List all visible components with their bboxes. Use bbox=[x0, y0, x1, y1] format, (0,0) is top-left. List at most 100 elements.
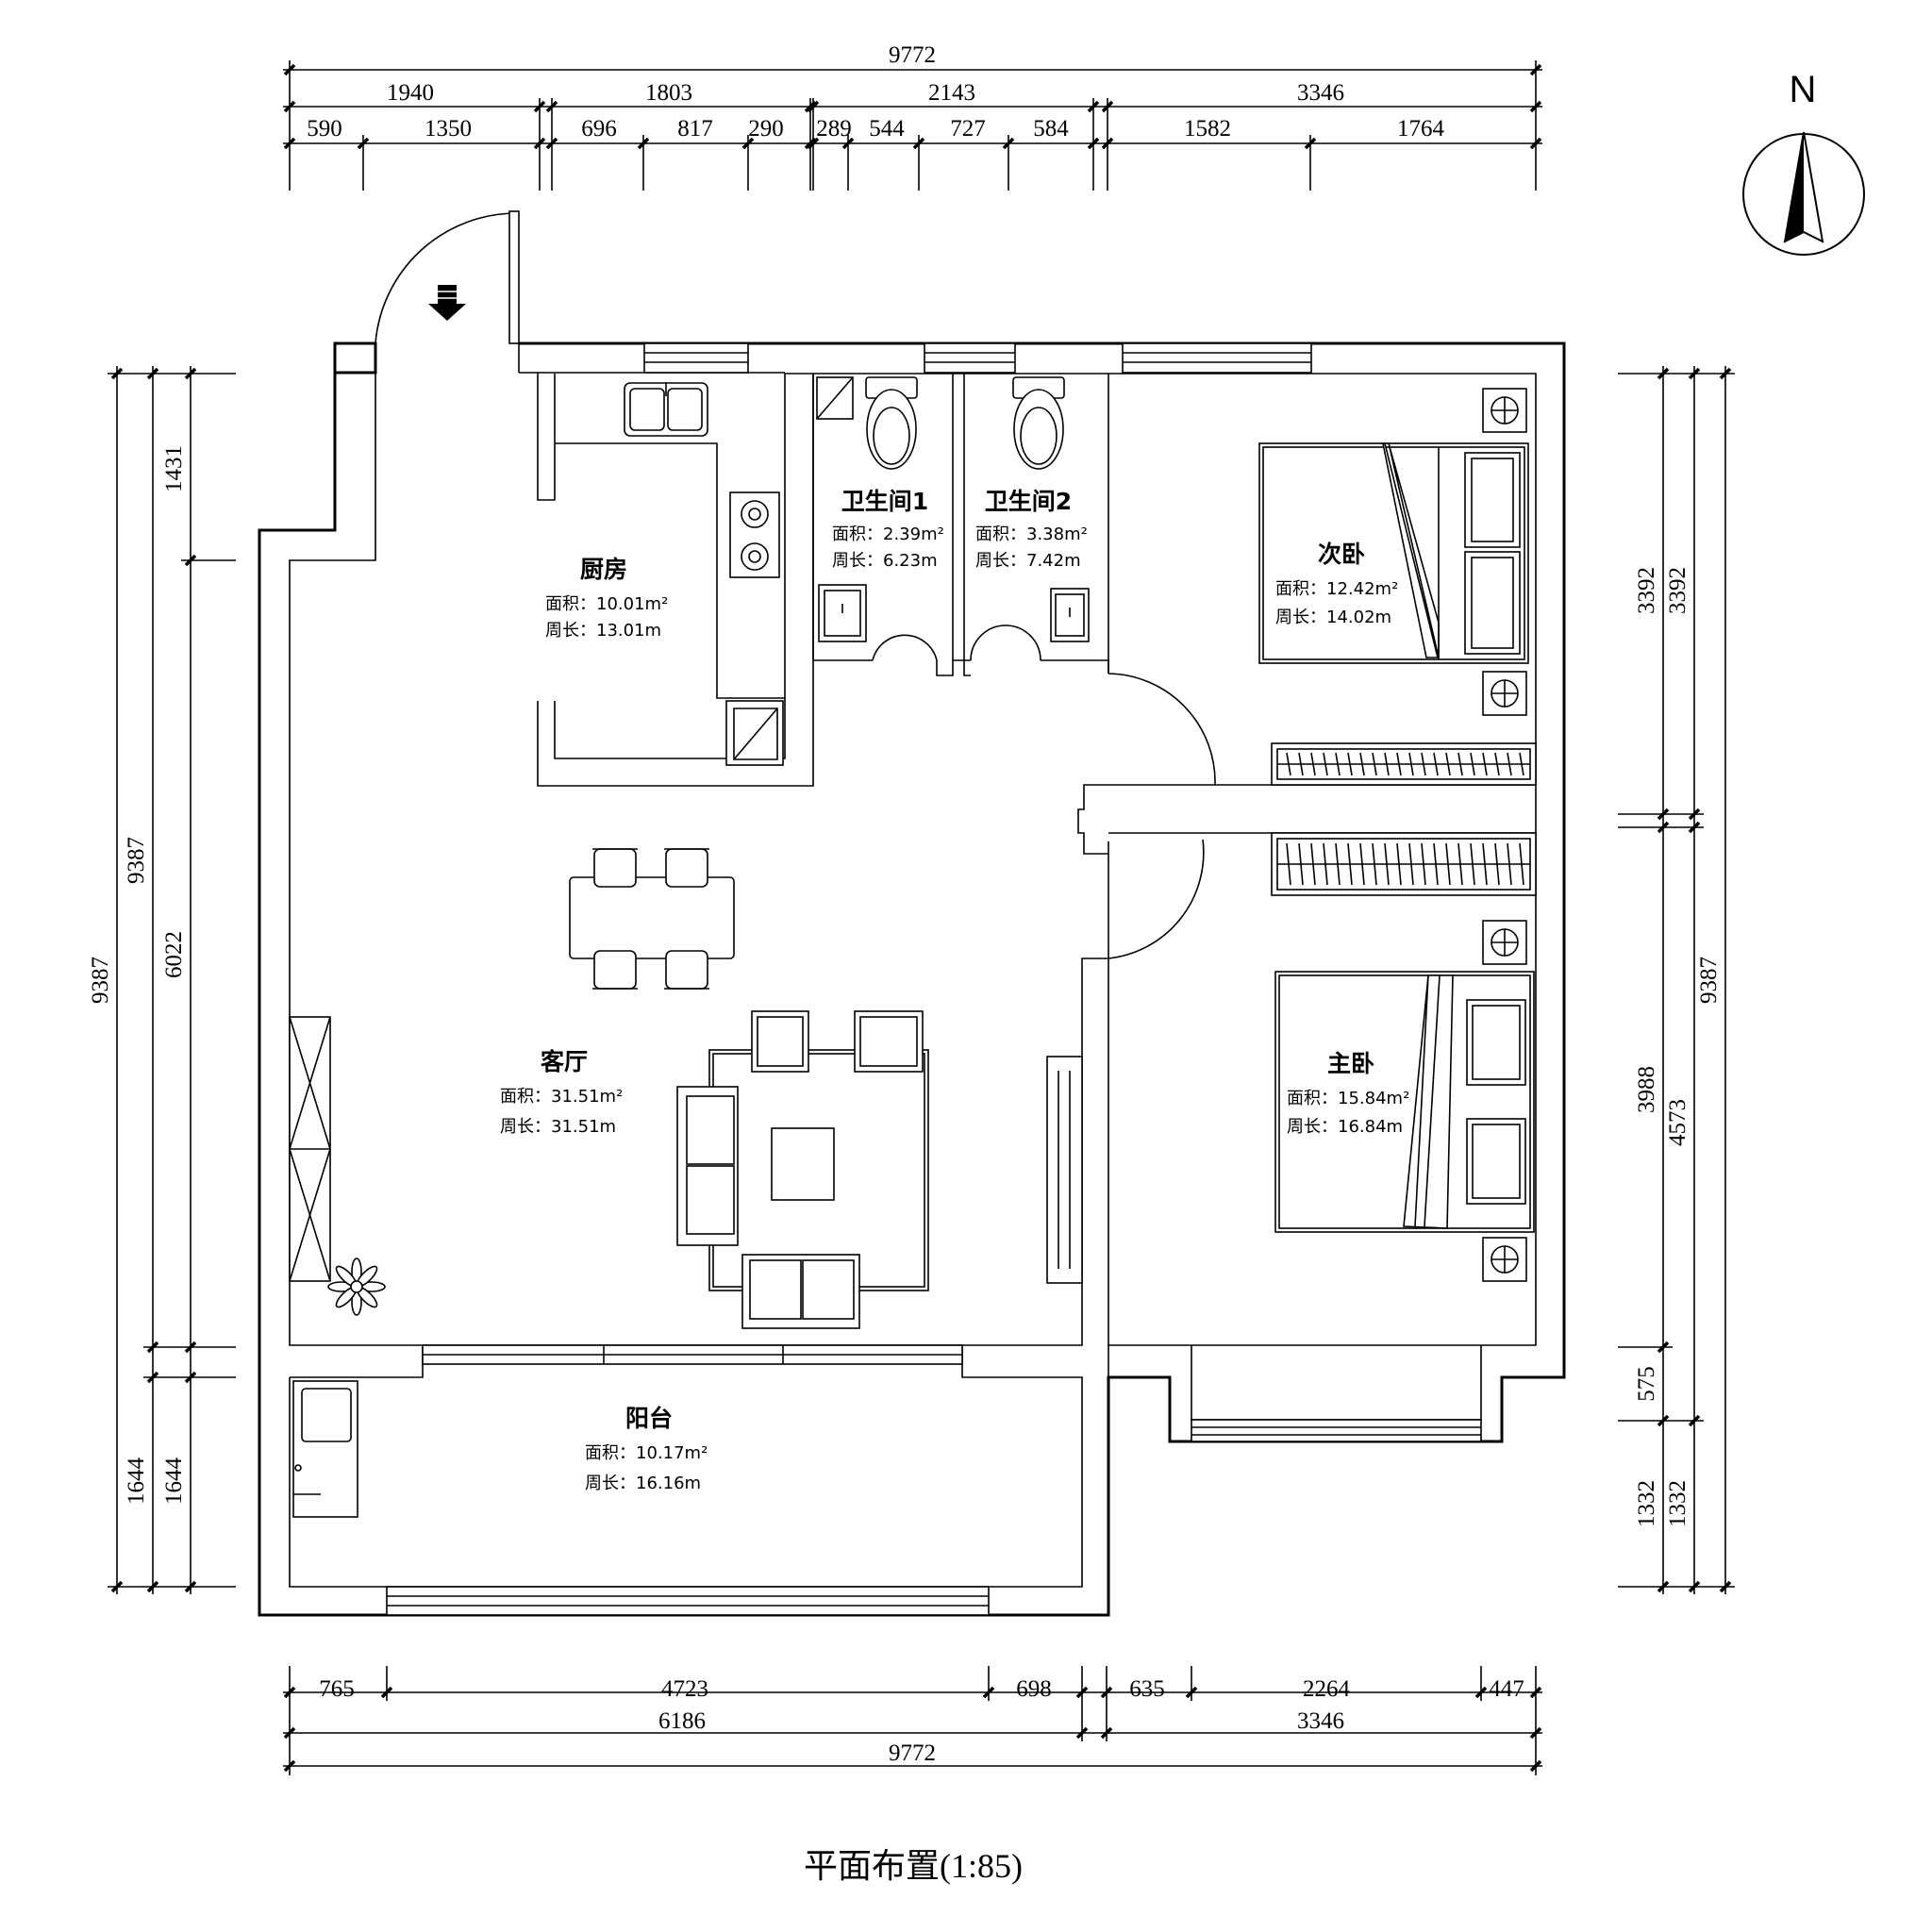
bath2-perimeter: 周长：7.42m bbox=[975, 551, 1081, 571]
dim-bottom-fine-4: 635 bbox=[1129, 1676, 1165, 1702]
dimension-ticks bbox=[110, 63, 1732, 1773]
sofa-icon bbox=[741, 1254, 860, 1329]
windows bbox=[386, 342, 1482, 1616]
walls bbox=[258, 341, 1566, 1617]
dim-top-fine-8: 727 bbox=[950, 116, 986, 142]
bath2-area: 面积：3.38m² bbox=[975, 525, 1088, 544]
dining-chair bbox=[592, 950, 638, 990]
living-area: 面积：31.51m² bbox=[500, 1087, 623, 1107]
dim-top-fine-10: 1582 bbox=[1184, 116, 1231, 142]
dim-right-inner-3: 575 bbox=[1634, 1366, 1659, 1402]
bath1-fixtures bbox=[816, 376, 918, 642]
master-name: 主卧 bbox=[1327, 1050, 1374, 1077]
balcony-perimeter: 周长：16.16m bbox=[585, 1474, 701, 1493]
kitchen-fixtures bbox=[555, 382, 785, 766]
dim-top-fine-7: 544 bbox=[869, 116, 905, 142]
living-name: 客厅 bbox=[541, 1048, 588, 1075]
dim-bottom-fine-3: 698 bbox=[1016, 1676, 1052, 1702]
dim-left-outer-1: 9387 bbox=[88, 957, 113, 1004]
bedroom2-name: 次卧 bbox=[1318, 541, 1365, 568]
drawing-title: 平面布置(1:85) bbox=[804, 1847, 1023, 1885]
dim-top-fine-5: 290 bbox=[748, 116, 784, 142]
bath1-perimeter: 周长：6.23m bbox=[832, 551, 938, 571]
wardrobe-icon bbox=[1271, 742, 1537, 786]
dim-bottom-total: 9772 bbox=[889, 1740, 936, 1766]
dim-bottom-mid-2: 3346 bbox=[1297, 1708, 1344, 1734]
dimension-labels: 9772 1940 1803 2143 3346 590 1350 696 81… bbox=[88, 42, 1722, 1766]
dim-top-fine-4: 817 bbox=[677, 116, 713, 142]
bedroom2-area: 面积：12.42m² bbox=[1275, 579, 1398, 599]
stove-icon bbox=[729, 491, 780, 578]
room-labels: 厨房 面积：10.01m² 周长：13.01m 卫生间1 面积：2.39m² 周… bbox=[500, 488, 1409, 1493]
lamp-icon bbox=[1482, 1237, 1527, 1282]
dimension-lines bbox=[108, 60, 1735, 1775]
washer-icon bbox=[292, 1380, 358, 1518]
dim-bottom-mid-1: 6186 bbox=[658, 1708, 706, 1734]
dim-top-fine-1: 590 bbox=[307, 116, 342, 142]
dim-left-inner-3: 1644 bbox=[161, 1457, 187, 1506]
dim-left-inner-2: 6022 bbox=[161, 931, 187, 978]
dining-chair bbox=[664, 950, 709, 990]
dim-right-mid-3: 1332 bbox=[1665, 1480, 1690, 1527]
dim-bottom-fine-6: 447 bbox=[1489, 1676, 1524, 1702]
bedroom2-perimeter: 周长：14.02m bbox=[1275, 608, 1391, 627]
bath1-area: 面积：2.39m² bbox=[832, 525, 944, 544]
entrance-arrow-icon bbox=[428, 285, 466, 321]
living-perimeter: 周长：31.51m bbox=[500, 1117, 616, 1137]
dim-top-fine-3: 696 bbox=[581, 116, 617, 142]
lamp-icon bbox=[1482, 920, 1527, 965]
dim-top-fine-2: 1350 bbox=[425, 116, 472, 142]
dim-top-fine-11: 1764 bbox=[1397, 116, 1445, 142]
kitchen-area: 面积：10.01m² bbox=[545, 594, 668, 614]
bed-icon bbox=[1274, 971, 1535, 1233]
dim-top-mid-4: 3346 bbox=[1297, 80, 1344, 106]
sofa-icon bbox=[676, 1086, 739, 1246]
armchair-icon bbox=[751, 1010, 809, 1073]
bath1-name: 卫生间1 bbox=[841, 488, 928, 515]
lamp-icon bbox=[1482, 671, 1527, 716]
bath2-fixtures bbox=[1012, 376, 1090, 642]
bed-icon bbox=[1258, 442, 1529, 664]
balcony-area: 面积：10.17m² bbox=[585, 1443, 708, 1463]
dim-right-inner-4: 1332 bbox=[1634, 1480, 1659, 1527]
dim-right-inner-2: 3988 bbox=[1634, 1066, 1659, 1113]
dim-top-mid-3: 2143 bbox=[928, 80, 975, 106]
balcony-name: 阳台 bbox=[625, 1405, 673, 1432]
dim-bottom-fine-5: 2264 bbox=[1303, 1676, 1351, 1702]
bath2-name: 卫生间2 bbox=[985, 488, 1072, 515]
doors bbox=[375, 210, 1216, 959]
master-perimeter: 周长：16.84m bbox=[1287, 1117, 1403, 1137]
dim-top-fine-9: 584 bbox=[1033, 116, 1069, 142]
armchair-icon bbox=[854, 1010, 924, 1073]
master-bedroom-furniture bbox=[1271, 832, 1537, 1282]
dining-table-icon bbox=[569, 848, 735, 990]
dining-chair bbox=[664, 848, 709, 888]
fridge-icon bbox=[725, 700, 784, 766]
dim-right-inner-1: 3392 bbox=[1634, 567, 1659, 614]
coffee-table bbox=[771, 1127, 835, 1201]
dim-left-inner-1: 1431 bbox=[161, 445, 187, 492]
north-label: N bbox=[1790, 69, 1817, 110]
lamp-icon bbox=[1482, 388, 1527, 433]
dim-right-mid-1: 3392 bbox=[1665, 567, 1690, 614]
dim-right-mid-2: 4573 bbox=[1665, 1099, 1690, 1146]
wardrobe-icon bbox=[1271, 832, 1537, 896]
dim-top-mid-2: 1803 bbox=[645, 80, 692, 106]
dim-top-total: 9772 bbox=[889, 42, 936, 68]
master-area: 面积：15.84m² bbox=[1287, 1089, 1409, 1108]
dining-chair bbox=[592, 848, 638, 888]
dim-left-mid-2: 1644 bbox=[124, 1457, 149, 1506]
toilet-icon bbox=[1012, 376, 1065, 470]
dim-bottom-fine-2: 4723 bbox=[661, 1676, 708, 1702]
north-arrow-icon: N bbox=[1742, 69, 1865, 256]
dim-top-mid-1: 1940 bbox=[387, 80, 434, 106]
dim-left-mid-1: 9387 bbox=[124, 837, 149, 884]
toilet-icon bbox=[865, 376, 918, 470]
plant-icon bbox=[327, 1257, 386, 1316]
living-room-furniture bbox=[289, 1010, 929, 1329]
kitchen-name: 厨房 bbox=[580, 556, 627, 583]
bedroom2-furniture bbox=[1258, 388, 1537, 786]
dim-bottom-fine-1: 765 bbox=[319, 1676, 355, 1702]
dim-right-outer-1: 9387 bbox=[1696, 957, 1722, 1004]
